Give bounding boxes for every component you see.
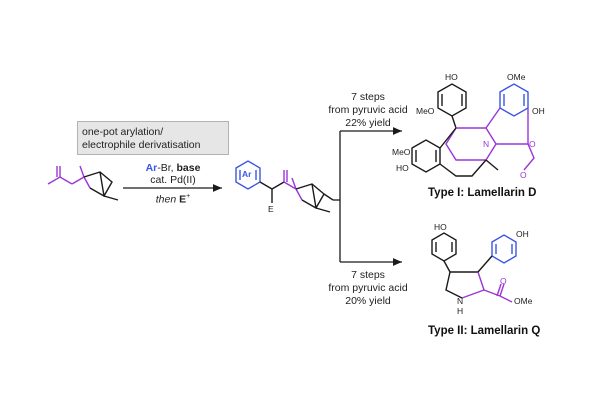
lamellarin-q-title: Type II: Lamellarin Q bbox=[428, 325, 541, 337]
lam-d-label-ho-top: HO bbox=[445, 72, 458, 82]
lam-q-label-h: H bbox=[457, 306, 464, 316]
lam-q-label-ho: HO bbox=[434, 222, 447, 232]
conditions-line-3: then E+ bbox=[130, 193, 216, 206]
reagent-box bbox=[77, 121, 229, 155]
aryl-bromide-ar: Ar bbox=[145, 162, 158, 174]
conditions-plus: + bbox=[186, 193, 191, 200]
reagent-box-line-2: electrophile derivatisation bbox=[82, 139, 201, 151]
intermediate-structure bbox=[235, 160, 334, 213]
lam-d-label-ho-iso: HO bbox=[396, 163, 409, 173]
lamellarin-d-title: Type I: Lamellarin D bbox=[428, 187, 537, 199]
conditions-then: then bbox=[155, 193, 177, 206]
reagent-box-line-1: one-pot arylation/ bbox=[82, 126, 164, 138]
lamellarin-d-structure bbox=[411, 83, 535, 177]
conditions-electrophile: E bbox=[179, 193, 187, 206]
intermediate-e-label: E bbox=[268, 204, 274, 214]
lam-q-label-ome: OMe bbox=[514, 296, 533, 306]
lam-d-label-meo-iso: MeO bbox=[392, 147, 411, 157]
intermediate-ar-label: Ar bbox=[242, 169, 252, 179]
route-top-line-1: 7 steps bbox=[351, 91, 385, 103]
conditions-line-2: cat. Pd(II) bbox=[150, 174, 196, 186]
branch-arrows bbox=[333, 127, 402, 266]
lam-d-label-n: N bbox=[483, 139, 490, 149]
lam-q-label-oh: OH bbox=[516, 229, 529, 239]
conditions-br: -Br, bbox=[157, 162, 177, 174]
starting-material-structure bbox=[47, 165, 119, 201]
conditions-base: base bbox=[176, 162, 201, 174]
conditions-line-1: Ar-Br, base bbox=[130, 162, 216, 174]
lam-d-label-ring-o: O bbox=[529, 139, 536, 149]
lam-d-label-carbonyl-o: O bbox=[520, 170, 527, 180]
lam-q-label-n: N bbox=[457, 296, 464, 306]
route-top-line-3: 22% yield bbox=[345, 117, 391, 129]
lamellarin-q-structure bbox=[431, 232, 517, 303]
lam-d-label-ome: OMe bbox=[507, 72, 526, 82]
route-bottom-line-1: 7 steps bbox=[351, 269, 385, 281]
lam-d-label-oh: OH bbox=[532, 106, 545, 116]
route-bottom-line-2: from pyruvic acid bbox=[328, 282, 408, 294]
route-bottom-line-3: 20% yield bbox=[345, 295, 391, 307]
route-top-line-2: from pyruvic acid bbox=[328, 104, 408, 116]
lam-d-label-meo-left: MeO bbox=[416, 106, 435, 116]
lam-q-label-carbonyl-o: O bbox=[500, 276, 507, 286]
